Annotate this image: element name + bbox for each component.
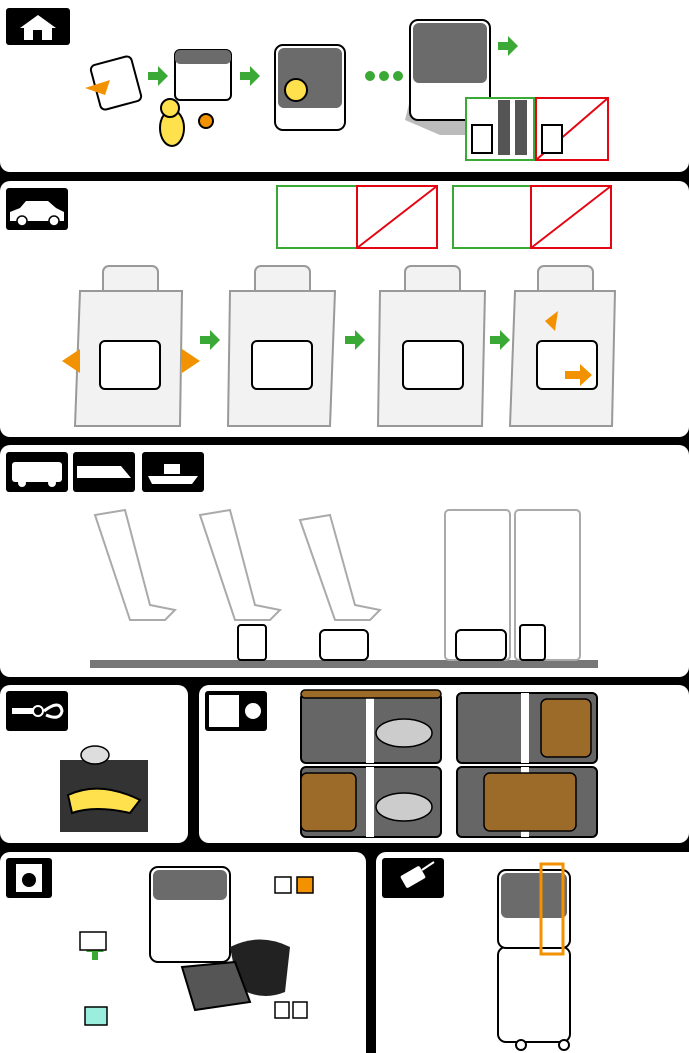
panel-home — [0, 0, 689, 172]
carrier-dog-inside — [274, 44, 346, 131]
home-illustration — [85, 19, 609, 161]
carrier-open — [174, 49, 232, 101]
dog — [159, 98, 185, 147]
luggage-illustration — [497, 862, 571, 1051]
panel-leash — [0, 685, 188, 843]
panel-washing — [0, 852, 366, 1053]
suitcase-icon — [382, 858, 444, 898]
panel-public-transport — [0, 445, 689, 677]
folded-carrier — [85, 55, 143, 111]
car-icon — [6, 188, 68, 230]
bus-icon — [6, 452, 68, 492]
leash-illustration — [60, 745, 148, 832]
panel-luggage — [376, 852, 689, 1053]
privacy-illustration — [300, 689, 598, 838]
house-icon — [6, 8, 70, 45]
washing-illustration — [79, 866, 314, 1026]
boat-icon — [142, 452, 204, 492]
leash-icon — [6, 691, 68, 731]
panel-privacy-pads — [199, 685, 689, 843]
train-icon — [73, 452, 135, 492]
car-illustration — [62, 185, 617, 427]
pet-window-icon — [205, 691, 267, 731]
transport-illustration — [90, 508, 598, 668]
panel-car — [0, 181, 689, 437]
washing-machine-icon — [6, 858, 52, 898]
carrier-closed — [409, 19, 491, 121]
